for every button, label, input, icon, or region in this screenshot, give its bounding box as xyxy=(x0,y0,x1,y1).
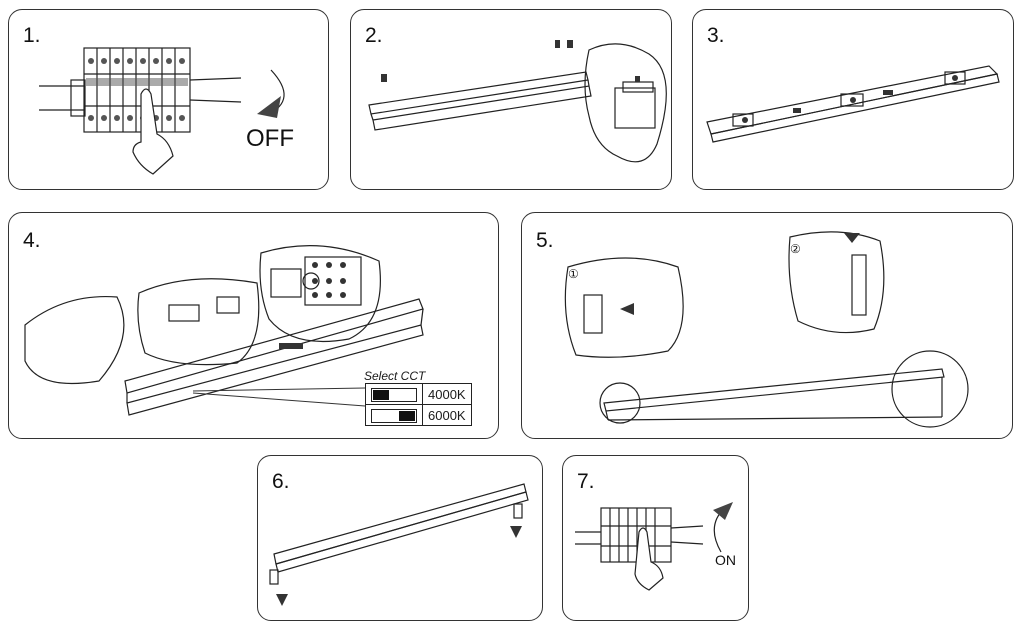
step-6-panel: 6. xyxy=(257,455,543,621)
cct-value-6000k: 6000K xyxy=(422,404,472,426)
reinstall-tray-illustration xyxy=(564,231,969,428)
cct-row-6000k: 6000K xyxy=(365,404,472,426)
cct-switch-6000k xyxy=(371,408,417,423)
step-7-number: 7. xyxy=(577,470,595,493)
cct-switch-cell xyxy=(365,383,423,405)
step-2-number: 2. xyxy=(365,24,383,47)
remove-cover-illustration xyxy=(368,40,667,163)
cct-switch-4000k xyxy=(371,387,417,402)
on-label: ON xyxy=(715,552,736,568)
step-5-marker-2: ② xyxy=(790,242,801,256)
remove-tray-illustration xyxy=(706,65,1000,143)
cct-title: Select CCT xyxy=(364,369,426,383)
off-label: OFF xyxy=(246,125,294,152)
step-5-number: 5. xyxy=(536,229,554,252)
breaker-on-illustration xyxy=(575,502,733,591)
step-4-number: 4. xyxy=(23,229,41,252)
cct-row-4000k: 4000K xyxy=(365,383,472,405)
step-6-number: 6. xyxy=(272,470,290,493)
breaker-off-illustration xyxy=(39,47,285,175)
step-4-panel: 4. Select CCT 4000K xyxy=(8,212,499,439)
select-cct-illustration xyxy=(24,245,424,416)
step-1-panel: 1. OFF xyxy=(8,9,329,190)
step-1-number: 1. xyxy=(23,24,41,47)
step-3-panel: 3. xyxy=(692,9,1014,190)
reattach-cover-illustration xyxy=(269,483,529,606)
step-5-panel: 5. ① ② xyxy=(521,212,1013,439)
cct-table: 4000K 6000K xyxy=(365,383,472,426)
cct-switch-cell xyxy=(365,404,423,426)
step-2-panel: 2. xyxy=(350,9,672,190)
step-5-marker-1: ① xyxy=(568,267,579,281)
step-3-number: 3. xyxy=(707,24,725,47)
step-7-panel: 7. ON xyxy=(562,455,749,621)
cct-value-4000k: 4000K xyxy=(422,383,472,405)
